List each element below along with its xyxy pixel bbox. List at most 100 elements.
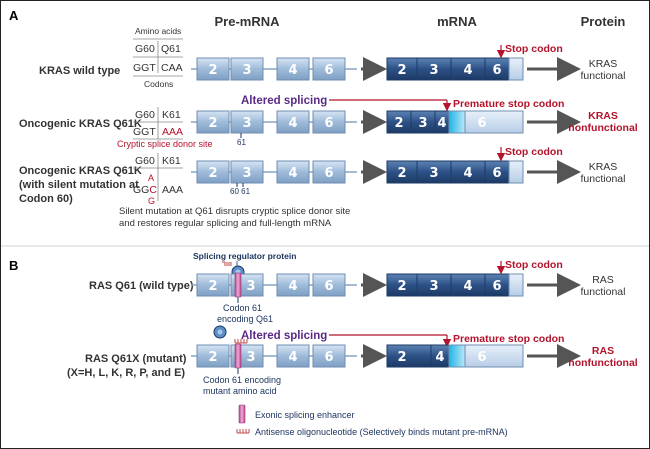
row4-stop-label: Stop codon	[505, 259, 563, 271]
row5-mrna-exon-2	[386, 344, 432, 368]
row5-exon-6-label: 6	[324, 350, 333, 365]
header-mrna: mRNA	[437, 14, 477, 29]
row5-exon-2-label: 2	[208, 350, 217, 365]
row1-label: KRAS wild type	[39, 65, 120, 77]
row5-altered-splicing: Altered splicing	[241, 330, 327, 342]
row3-mrna-label-2: 2	[397, 166, 406, 181]
row3-exon-4	[276, 160, 310, 184]
row1-protein-l2: functional	[581, 70, 626, 82]
row4-protein-l2: functional	[581, 286, 626, 298]
row3-exon-4-label: 4	[288, 166, 297, 181]
row1-aa2: Q61	[161, 43, 181, 55]
row3-label-l2: (with silent mutation at	[19, 179, 139, 191]
row5-codon-note-l1: Codon 61 encoding	[203, 375, 281, 385]
row1-exon-3-label: 3	[242, 63, 251, 78]
row1-exon-4	[276, 57, 310, 81]
row4-exon-2-label: 2	[208, 279, 217, 294]
row-kras-q61k-silent: Oncogenic KRAS Q61K (with silent mutatio…	[19, 146, 625, 229]
row3-exon-3-label: 3	[242, 166, 251, 181]
row5-mrna-exon-6	[464, 344, 524, 368]
row-ras-q61-wild-type: Splicing regulator protein RAS Q61 (wild…	[89, 251, 625, 324]
row-ras-q61x-mutant: RAS Q61X (mutant) (X=H, L, K, R, P, and …	[67, 325, 638, 396]
amino-acids-label: Amino acids	[135, 26, 181, 36]
header-protein: Protein	[581, 14, 626, 29]
section-a-label: A	[9, 8, 19, 23]
row5-aso-bound	[234, 339, 248, 344]
row3-codon1-mutated: C	[149, 184, 157, 196]
row5-exon-4	[276, 344, 310, 368]
row3-aa2: K61	[162, 155, 181, 167]
row1-mrna-label-2: 2	[397, 63, 406, 78]
row2-exon-3-label: 3	[242, 116, 251, 131]
row2-mrna-label-3: 3	[418, 116, 427, 131]
row1-exon-6-label: 6	[324, 63, 333, 78]
row2-protein-l1: KRAS	[588, 110, 618, 122]
row3-mrna-utr	[508, 160, 524, 184]
row4-exon-6-label: 6	[324, 279, 333, 294]
row1-mrna-label-4: 4	[463, 63, 472, 78]
row5-label-l1: RAS Q61X (mutant)	[85, 353, 187, 365]
row1-aa1: G60	[135, 43, 155, 55]
row3-codon1: GGC	[133, 184, 157, 196]
row1-protein-l1: KRAS	[589, 58, 618, 70]
row1-stop-label: Stop codon	[505, 43, 563, 55]
row3-codon1-prefix: GG	[133, 184, 149, 196]
row5-exon-2	[196, 344, 230, 368]
legend-ese-label: Exonic splicing enhancer	[255, 410, 355, 420]
row5-codon-note-l2: mutant amino acid	[203, 386, 277, 396]
row3-protein-l2: functional	[581, 173, 626, 185]
row5-premature-label: Premature stop codon	[453, 333, 564, 345]
row2-exon-3	[230, 110, 264, 134]
row1-exon-2	[196, 57, 230, 81]
row4-exon-6	[312, 273, 346, 297]
row3-exon-6	[312, 160, 346, 184]
row-kras-q61k: Oncogenic KRAS Q61K G60 K61 GGT AAA Cryp…	[19, 95, 638, 149]
row2-mrna-label-2: 2	[394, 116, 403, 131]
row4-codon-note-l2: encoding Q61	[217, 314, 273, 324]
row3-exon-3	[230, 160, 264, 184]
row5-mrna-label-6: 6	[477, 350, 486, 365]
row2-mrna-cryptic-region	[448, 110, 466, 134]
row3-exon-2-label: 2	[208, 166, 217, 181]
row1-codon2: CAA	[161, 62, 183, 74]
row4-protein-l1: RAS	[592, 274, 614, 286]
row4-mrna-label-2: 2	[397, 279, 406, 294]
row2-altered-splicing: Altered splicing	[241, 95, 327, 107]
row2-cryptic-label: Cryptic splice donor site	[117, 139, 213, 149]
row4-codon-note-l1: Codon 61	[223, 303, 262, 313]
row1-mrna-label-3: 3	[429, 63, 438, 78]
row4-exon-3-label: 3	[246, 279, 255, 294]
row4-ese	[234, 272, 242, 298]
row2-codon1: GGT	[133, 126, 156, 138]
legend-aso-label: Antisense oligonucleotide (Selectively b…	[255, 427, 508, 437]
row3-mrna-label-6: 6	[492, 166, 501, 181]
row5-mrna-label-2: 2	[397, 350, 406, 365]
row5-mrna-label-4: 4	[435, 350, 444, 365]
row4-mrna-utr	[508, 273, 524, 297]
row4-exon-4	[276, 273, 310, 297]
row2-exon-4	[276, 110, 310, 134]
row2-mrna-label-4: 4	[437, 116, 446, 131]
row4-mrna-label-4: 4	[463, 279, 472, 294]
row1-mrna-utr	[508, 57, 524, 81]
row1-exon-6	[312, 57, 346, 81]
legend-aso-swatch	[236, 429, 250, 434]
row2-exon-2-label: 2	[208, 116, 217, 131]
row5-exon-3-label: 3	[246, 350, 255, 365]
row4-exon-2	[196, 273, 230, 297]
row4-label: RAS Q61 (wild type)	[89, 280, 194, 292]
row3-protein-l1: KRAS	[589, 161, 618, 173]
row2-marker-61: 61	[237, 138, 246, 147]
row3-aa1: G60	[135, 155, 155, 167]
row3-label-l1: Oncogenic KRAS Q61K	[19, 165, 142, 177]
row2-aa2: K61	[162, 109, 181, 121]
row3-mrna-label-4: 4	[463, 166, 472, 181]
row3-exon-2	[196, 160, 230, 184]
row5-exon-6	[312, 344, 346, 368]
row5-exon-4-label: 4	[288, 350, 297, 365]
row5-mrna-cryptic-region	[448, 344, 466, 368]
row5-label-l2: (X=H, L, K, R, P, and E)	[67, 367, 185, 379]
row2-exon-6-label: 6	[324, 116, 333, 131]
